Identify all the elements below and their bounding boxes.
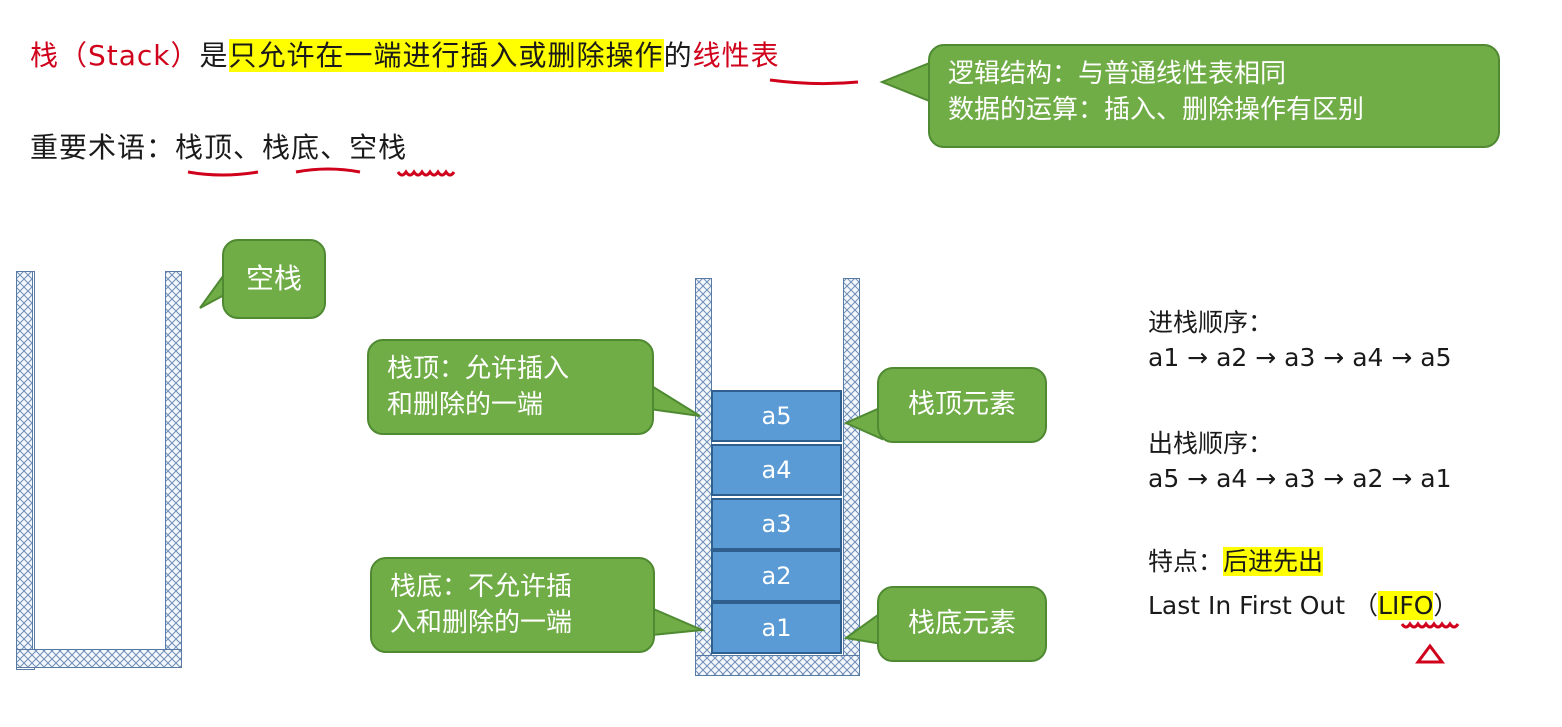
push-order-title: 进栈顺序： bbox=[1148, 308, 1274, 337]
wavy-underline-lifo bbox=[1400, 621, 1460, 629]
stack-element-a4: a4 bbox=[711, 444, 842, 496]
feature-paren-close: ） bbox=[1433, 591, 1459, 620]
empty-stack-callout: 空栈 bbox=[222, 239, 326, 319]
note-insert: 插入 bbox=[1104, 95, 1157, 125]
feature-line: 特点：后进先出 bbox=[1148, 542, 1324, 578]
stack-element-a1: a1 bbox=[711, 602, 842, 654]
note-logic-structure: 逻辑结构：与普通线性表相同 bbox=[948, 59, 1287, 89]
stack-term: 栈（Stack） bbox=[30, 39, 200, 72]
term-stack-top: 栈顶 bbox=[175, 131, 234, 164]
term-stack-bottom: 栈底 bbox=[262, 131, 321, 164]
stack-top-callout-line2: 和删除的一端 bbox=[387, 390, 544, 420]
empty-stack-container bbox=[16, 271, 182, 668]
note-operations: 数据的运算：插入、删除操作有区别 bbox=[948, 92, 1498, 128]
important-terms-line: 重要术语：栈顶、栈底、空栈 bbox=[30, 126, 407, 166]
terms-separator: 、 bbox=[233, 131, 263, 164]
stack-top-callout: 栈顶：允许插入 和删除的一端 bbox=[367, 339, 654, 435]
underline-stack-bottom bbox=[295, 167, 361, 174]
stack-bottom-callout: 栈底：不允许插 入和删除的一端 bbox=[370, 557, 655, 653]
triangle-mark bbox=[1415, 643, 1445, 664]
stack-bottom-callout-line2: 入和删除的一端 bbox=[390, 608, 573, 638]
note-operations-label: 数据的运算： bbox=[948, 95, 1105, 125]
pop-order-title: 出栈顺序： bbox=[1148, 429, 1274, 458]
note-callout: 逻辑结构：与普通线性表相同 数据的运算：插入、删除操作有区别 bbox=[928, 44, 1500, 148]
stack-element-a5: a5 bbox=[711, 390, 842, 442]
terms-separator: 、 bbox=[320, 131, 350, 164]
terms-label: 重要术语： bbox=[30, 131, 176, 164]
stack-element-a3: a3 bbox=[711, 498, 842, 550]
definition-line: 栈（Stack）是只允许在一端进行插入或删除操作的线性表 bbox=[30, 34, 780, 74]
feature-label: 特点： bbox=[1148, 547, 1224, 576]
feature-english: Last In First Out bbox=[1148, 591, 1346, 620]
feature-lifo-chinese: 后进先出 bbox=[1223, 547, 1324, 576]
stack-bottom-callout-line1: 栈底：不允许插 bbox=[390, 572, 573, 602]
definition-is: 是 bbox=[199, 39, 229, 72]
underline-linear-list bbox=[769, 78, 859, 86]
feature-english-line: Last In First Out （LIFO） bbox=[1148, 586, 1458, 622]
feature-paren-open: （ bbox=[1353, 591, 1379, 620]
feature-abbr: LIFO bbox=[1378, 591, 1434, 620]
linear-list-term: 线性表 bbox=[692, 39, 780, 72]
stack-element-a2: a2 bbox=[711, 550, 842, 602]
pop-order-sequence: a5 → a4 → a3 → a2 → a1 bbox=[1148, 464, 1452, 493]
stack-top-callout-line1: 栈顶：允许插入 bbox=[387, 354, 570, 384]
bottom-element-callout: 栈底元素 bbox=[877, 586, 1047, 662]
underline-stack-top bbox=[187, 170, 259, 177]
top-element-callout: 栈顶元素 bbox=[877, 367, 1047, 443]
wavy-underline-empty-stack bbox=[396, 169, 456, 177]
term-empty-stack: 空栈 bbox=[349, 131, 408, 164]
note-operations-rest: 、删除操作有区别 bbox=[1156, 95, 1365, 125]
definition-highlight: 只允许在一端进行插入或删除操作 bbox=[228, 39, 664, 72]
definition-of: 的 bbox=[663, 39, 693, 72]
push-order-sequence: a1 → a2 → a3 → a4 → a5 bbox=[1148, 343, 1452, 372]
